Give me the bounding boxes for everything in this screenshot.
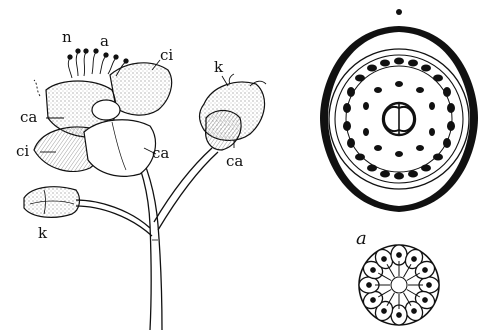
label-bud-sepal: ca xyxy=(226,152,243,170)
fruit-seed xyxy=(412,257,416,261)
fruit-seed xyxy=(397,253,401,257)
label-anther: a xyxy=(100,32,109,50)
label-nectary: n xyxy=(62,28,72,46)
label-outer-sepal-left: ca xyxy=(20,108,37,126)
fruit-seed xyxy=(371,298,375,302)
fruit-seed xyxy=(397,313,401,317)
fruit-seed xyxy=(412,309,416,313)
label-outer-sepal-center: ca xyxy=(152,144,169,162)
fruit-seed xyxy=(382,309,386,313)
main-flower xyxy=(34,49,172,177)
fruit-seed xyxy=(423,268,427,272)
fruit-seed xyxy=(367,283,371,287)
label-fruit-cross-section: a xyxy=(356,228,367,249)
label-side-bud: k xyxy=(38,224,48,242)
fruit-cross-section xyxy=(359,245,439,325)
side-bud xyxy=(24,187,79,218)
label-bud: k xyxy=(214,58,224,76)
fruit-seed xyxy=(382,257,386,261)
fruit-seed xyxy=(371,268,375,272)
fruit-seed xyxy=(423,298,427,302)
fruit-seed xyxy=(427,283,431,287)
right-bud xyxy=(200,74,267,150)
floral-diagram xyxy=(320,9,478,212)
label-inner-sepal-top: ci xyxy=(160,46,173,64)
label-inner-sepal-left: ci xyxy=(16,142,29,160)
